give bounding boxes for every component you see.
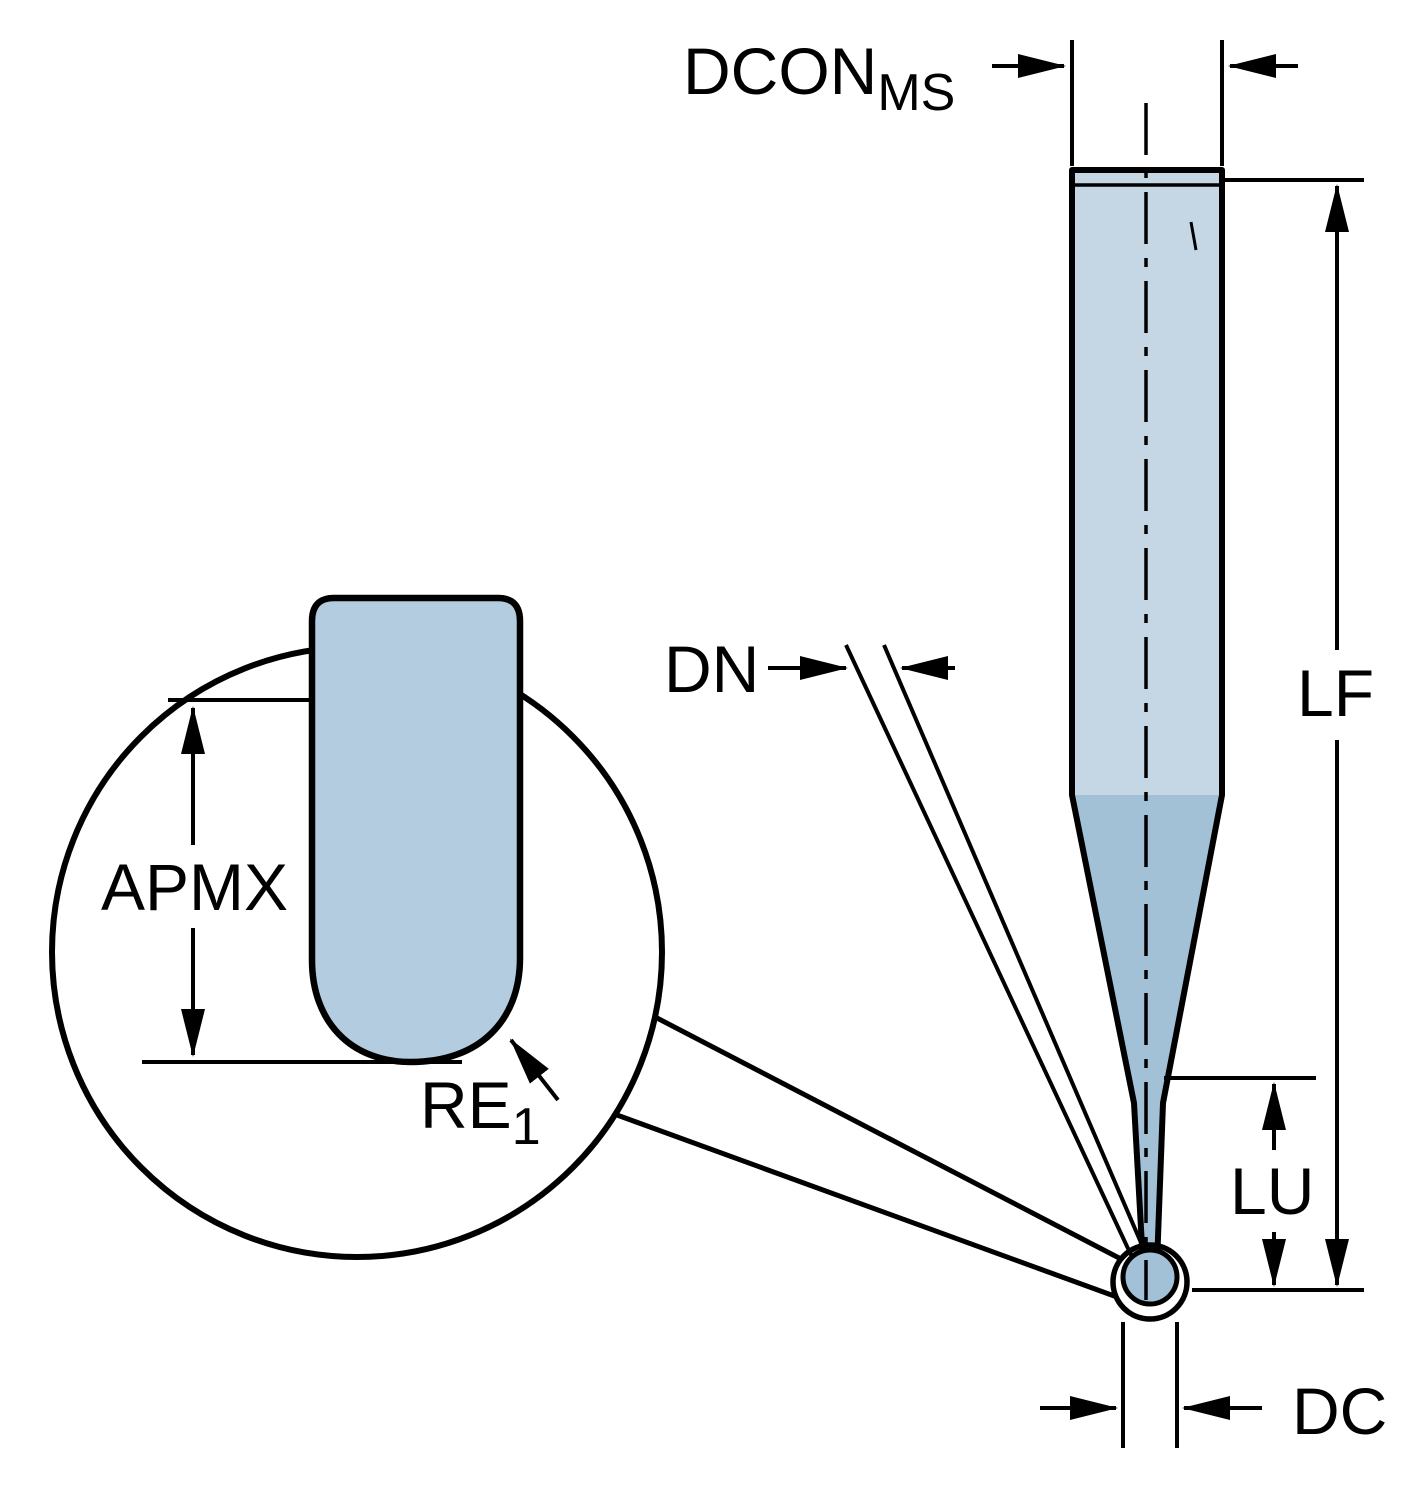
label-lu: LU bbox=[1230, 1154, 1315, 1228]
label-lf: LF bbox=[1297, 656, 1375, 730]
label-dcon-ms: DCONMS bbox=[683, 38, 955, 119]
label-dn: DN bbox=[664, 632, 760, 706]
detail-callout-small-circle bbox=[1110, 1242, 1190, 1322]
callout-line-upper bbox=[655, 1015, 1123, 1262]
detail-tip-profile bbox=[308, 594, 524, 1066]
ball-nose-tip bbox=[1120, 1247, 1180, 1307]
label-re-main: RE bbox=[420, 1068, 512, 1142]
re1-leader-arrow bbox=[509, 1038, 560, 1102]
label-apmx: APMX bbox=[101, 850, 289, 924]
label-dcon-sub: MS bbox=[877, 64, 956, 122]
callout-line-lower bbox=[616, 1112, 1118, 1300]
label-re-sub: 1 bbox=[511, 1098, 541, 1156]
dn-projection-line-left bbox=[844, 644, 1141, 1273]
shank-highlight-mark bbox=[1189, 221, 1198, 251]
dimension-lines bbox=[142, 40, 1364, 1448]
dn-projection-lines bbox=[844, 644, 1153, 1273]
label-dcon-main: DCON bbox=[683, 34, 878, 108]
label-re1: RE1 bbox=[420, 1072, 541, 1153]
dn-projection-line-right bbox=[882, 644, 1153, 1267]
label-dc: DC bbox=[1292, 1374, 1388, 1448]
